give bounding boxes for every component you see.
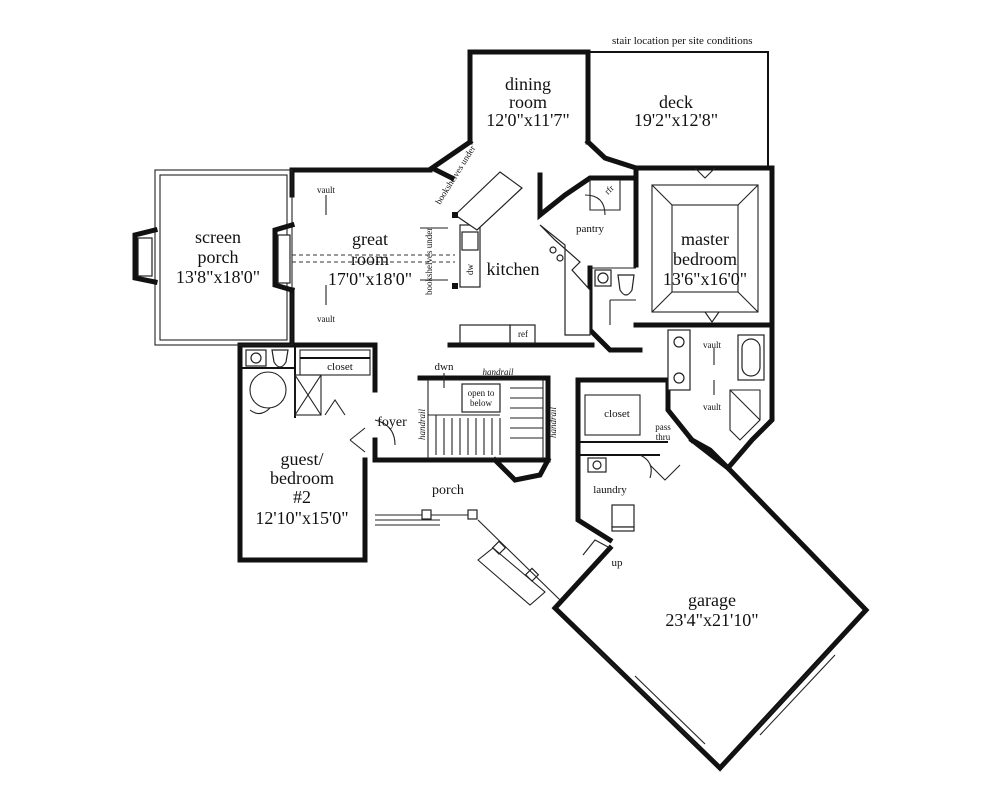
garage-size: 23'4"x21'10" [665, 610, 758, 630]
master-closet-name: closet [604, 408, 630, 420]
great-room-kitchen-details [325, 171, 591, 344]
dining-room-size: 12'0"x11'7" [486, 110, 570, 130]
great-room-size: 17'0"x18'0" [328, 269, 412, 289]
handrail-label-right: handrail [548, 406, 558, 438]
master-bedroom-size: 13'6"x16'0" [663, 269, 747, 289]
rfr-label: rfr [602, 183, 615, 196]
pantry-bath-fixtures [584, 178, 636, 325]
porch-name: porch [432, 483, 464, 498]
pass-thru-line1: pass [655, 422, 671, 432]
annotation-labels: vault vault vault vault bookshelves unde… [317, 144, 721, 569]
stairs [427, 373, 544, 459]
stairs-up-label: up [612, 557, 624, 569]
open-to-below-line1: open to [468, 388, 495, 398]
dishwasher-label: dw [465, 264, 475, 276]
foyer-name: foyer [377, 415, 407, 430]
vault-label-bath-2: vault [703, 402, 721, 412]
deck-size: 19'2"x12'8" [634, 110, 718, 130]
stairs-down-label: dwn [435, 361, 454, 373]
refrigerator-label: ref [518, 329, 528, 339]
dining-room-name-line1: dining [505, 74, 551, 94]
kitchen-name: kitchen [487, 259, 540, 279]
garage-name: garage [688, 590, 736, 610]
pass-thru-line2: thru [656, 432, 671, 442]
great-room-name-line2: room [351, 249, 389, 269]
vault-label-bottom: vault [317, 314, 335, 324]
great-room-name-line1: great [352, 229, 388, 249]
master-bedroom-details [633, 167, 775, 441]
master-bedroom-name-line1: master [681, 229, 729, 249]
guest-bedroom-size: 12'10"x15'0" [255, 508, 348, 528]
screen-porch [132, 169, 455, 346]
guest-bath-details [240, 345, 396, 453]
laundry-name: laundry [593, 484, 627, 496]
bookshelves-label-lower: bookshelves under [424, 228, 434, 295]
handrail-label-left: handrail [417, 408, 427, 440]
guest-bedroom-name-line3: #2 [293, 487, 311, 507]
open-to-below-line2: below [470, 398, 492, 408]
laundry-closet-details [578, 394, 681, 556]
handrail-label-top: handrail [482, 367, 514, 377]
vault-label-bath-1: vault [703, 340, 721, 350]
deck-name: deck [659, 92, 693, 112]
guest-closet-name: closet [327, 361, 353, 373]
screen-porch-name-line2: porch [198, 247, 239, 267]
guest-bedroom-name-line1: guest/ [281, 449, 324, 469]
porch-details [375, 509, 561, 606]
master-bedroom-name-line2: bedroom [673, 249, 737, 269]
room-labels: stair location per site conditions dinin… [176, 35, 759, 630]
vault-label-top: vault [317, 185, 335, 195]
dining-room-name-line2: room [509, 92, 547, 112]
screen-porch-size: 13'8"x18'0" [176, 267, 260, 287]
guest-bedroom-name-line2: bedroom [270, 468, 334, 488]
note-stair-location: stair location per site conditions [612, 35, 753, 47]
pantry-name: pantry [576, 223, 605, 235]
garage-details [579, 631, 836, 749]
screen-porch-name-line1: screen [195, 227, 241, 247]
